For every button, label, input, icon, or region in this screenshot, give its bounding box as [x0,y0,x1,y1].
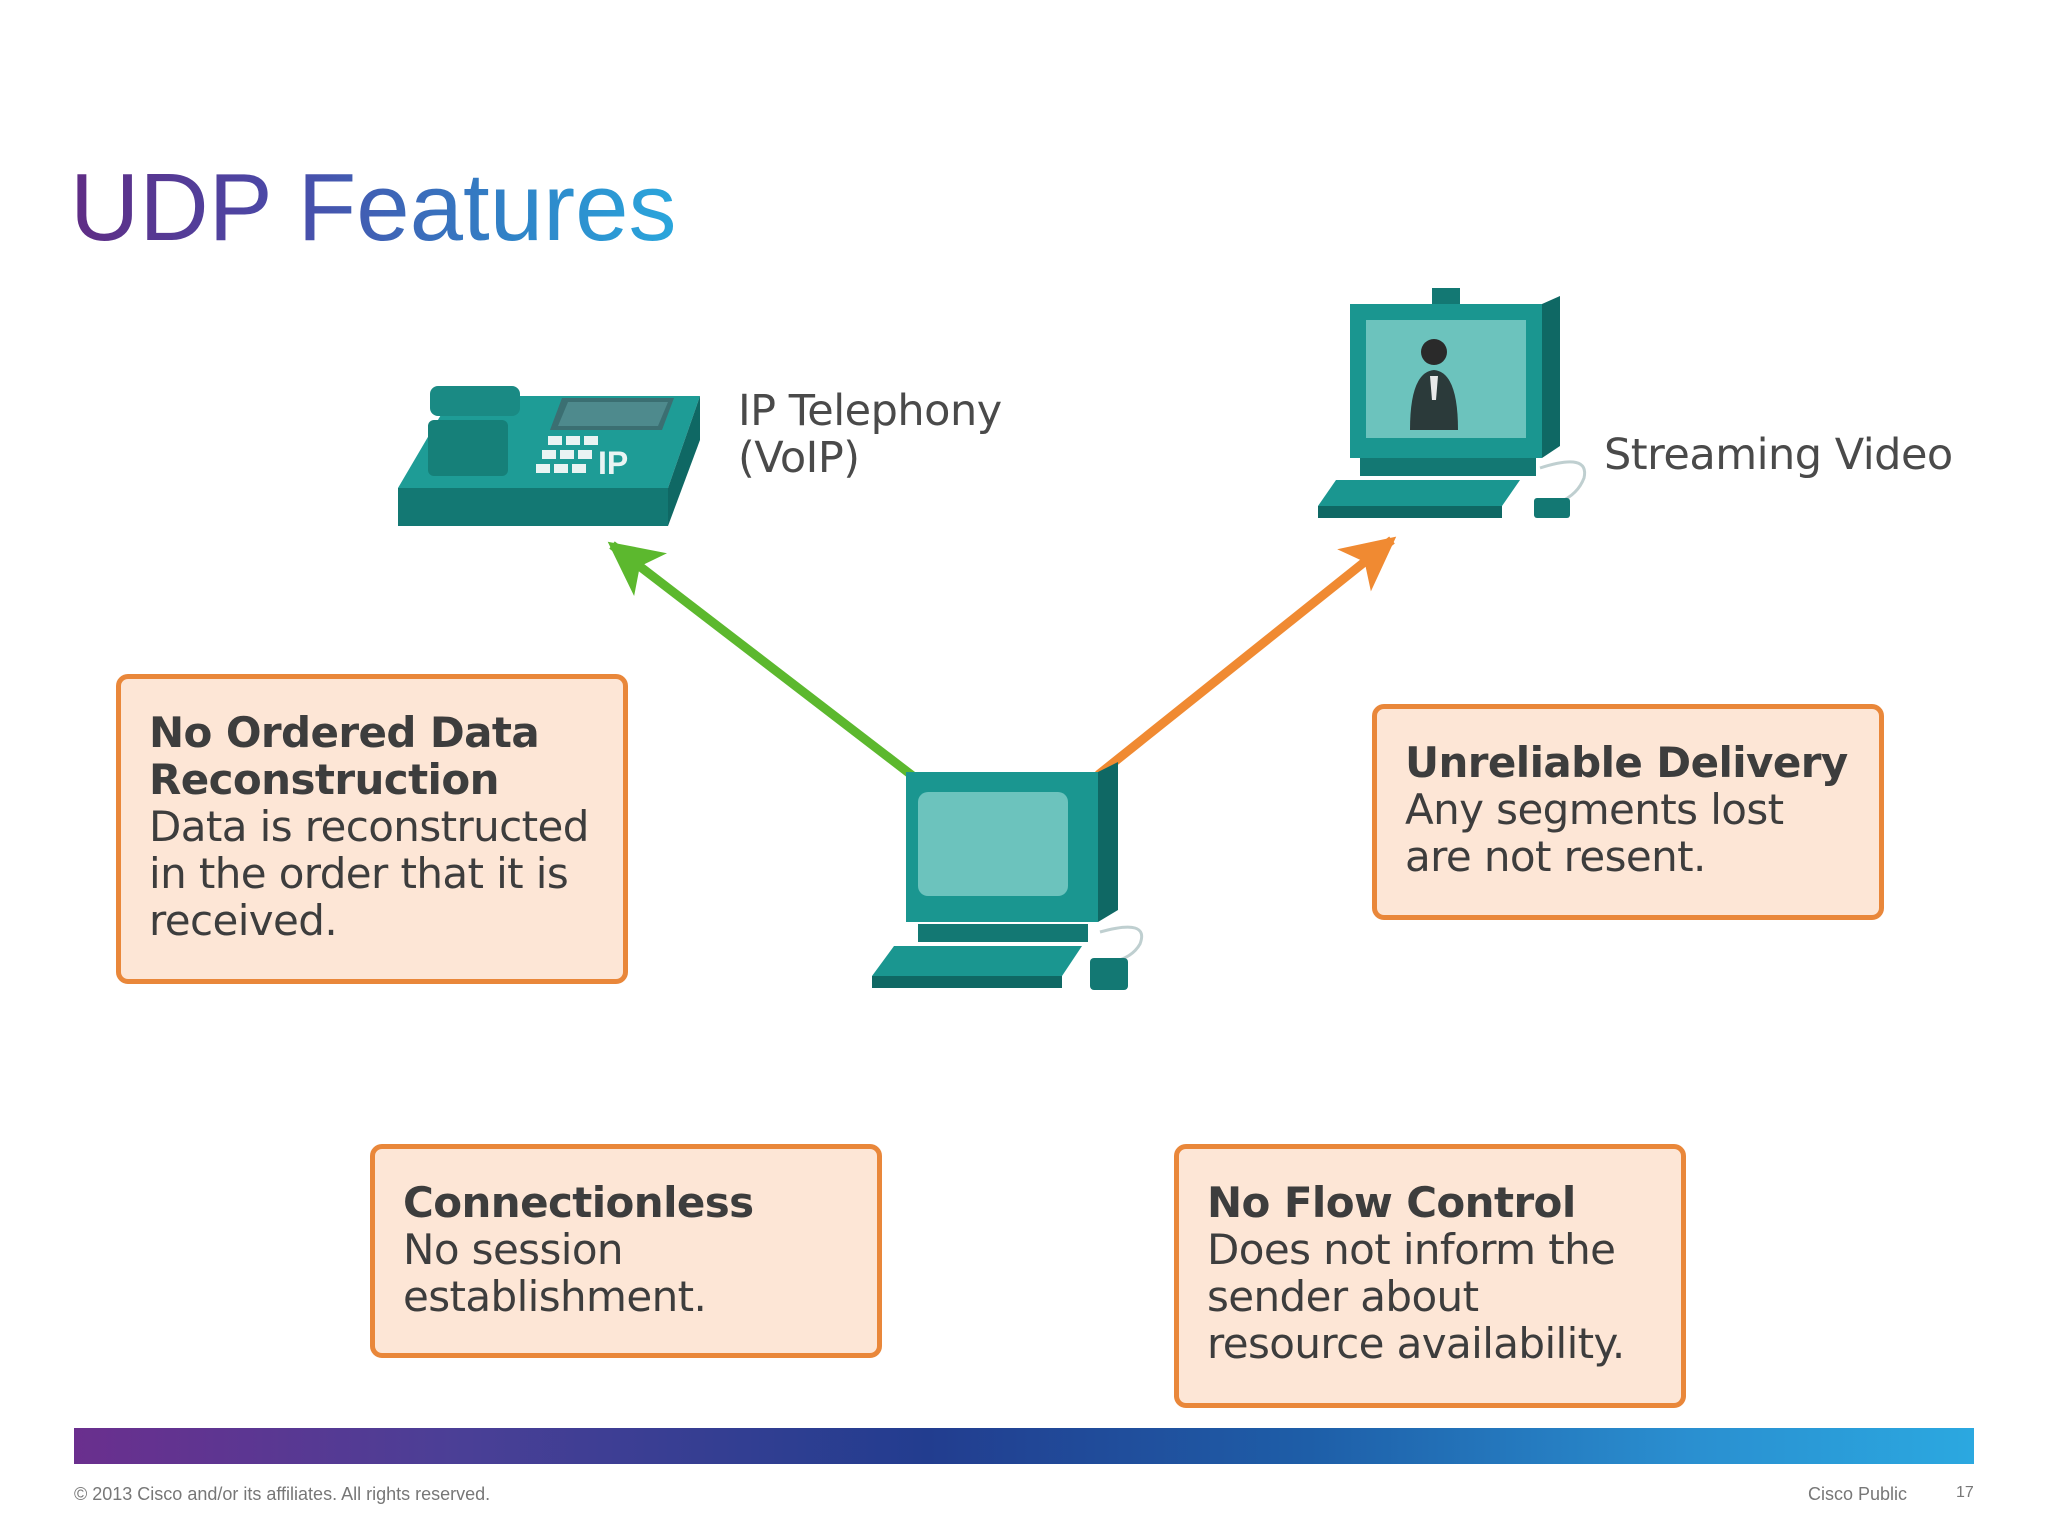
video-computer-icon [1318,288,1587,518]
footer-copyright: © 2013 Cisco and/or its affiliates. All … [74,1484,491,1504]
ip-phone-icon: IP [398,386,700,526]
feature-heading: No Flow Control [1207,1178,1576,1227]
feature-body: Does not inform the sender about resourc… [1207,1225,1625,1368]
feature-box-flow-control: No Flow Control Does not inform the send… [1174,1144,1686,1408]
phone-ip-badge: IP [598,445,628,481]
arrow-to-phone [607,541,921,784]
feature-body: Data is reconstructed in the order that … [149,802,589,945]
feature-heading: No Ordered Data [149,708,540,757]
video-label: Streaming Video [1604,430,1953,480]
footer-page-number: 17 [1956,1484,1974,1501]
feature-body: No session establishment. [403,1225,707,1321]
arrow-to-video [1095,536,1397,779]
feature-heading: Reconstruction [149,755,500,804]
feature-heading: Unreliable Delivery [1405,738,1848,787]
source-computer-icon [872,762,1143,990]
phone-label: IP Telephony (VoIP) [738,388,1002,482]
footer-classification: Cisco Public [1808,1484,1908,1504]
footer-gradient-bar [74,1428,1974,1464]
phone-label-line1: IP Telephony [738,386,1002,436]
feature-box-delivery: Unreliable Delivery Any segments lost ar… [1372,704,1884,920]
feature-box-connectionless: Connectionless No session establishment. [370,1144,882,1358]
phone-label-line2: (VoIP) [738,433,860,483]
slide-title: UDP Features [70,160,676,264]
feature-heading: Connectionless [403,1178,754,1227]
feature-box-ordering: No Ordered Data Reconstruction Data is r… [116,674,628,984]
feature-body: Any segments lost are not resent. [1405,785,1784,881]
